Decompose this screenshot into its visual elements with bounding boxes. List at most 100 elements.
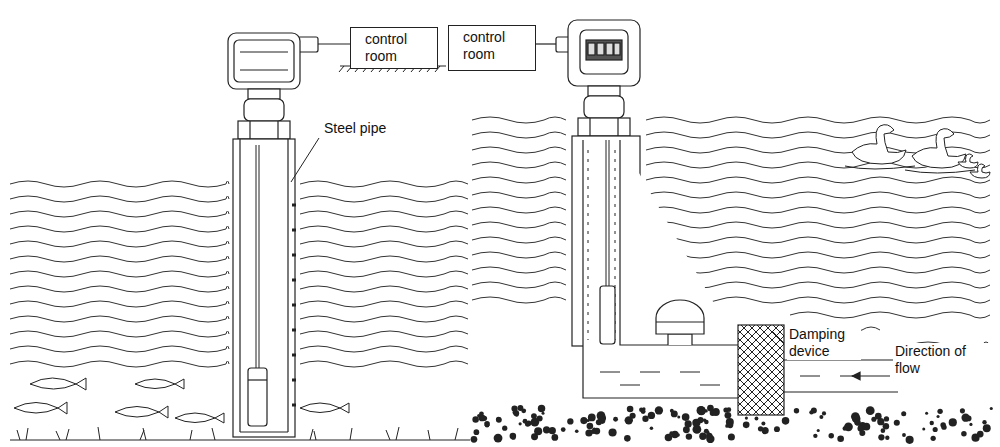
node-label: control room [463,29,529,63]
part-label: Steel pipe [322,120,416,137]
gravel-dot [922,427,925,430]
wave-line [300,211,468,217]
wave-line [472,132,566,138]
gravel-dot [551,434,558,441]
gravel-dot [961,431,966,436]
gravel-dot [677,416,680,419]
gravel-dot [648,412,655,419]
gravel-dot [613,417,618,422]
weeds [10,427,470,440]
gravel-dot [866,406,875,415]
gravel-dot [697,407,705,415]
gravel-dot [682,413,690,421]
gravel-dot [598,414,607,423]
wave-line [646,117,990,123]
gravel-dot [534,427,542,435]
gravel-dot [982,420,986,424]
gravel-dot [537,415,543,421]
gravel-dot [502,426,507,431]
gravel-dot [829,433,834,438]
gravel-dot [728,433,735,440]
wave-line [10,361,229,367]
wave-line [646,192,990,198]
wave-line [472,237,566,243]
gravel-dot [883,423,890,430]
gravel-dot [686,433,692,439]
gravel-dot [561,427,566,432]
gravel-dot [543,426,550,433]
gravel-dot [609,428,617,436]
wave-line [472,267,566,273]
wave-line [300,271,468,277]
wave-line [10,226,229,232]
gravel-dot [837,435,844,442]
gravel-dot [794,408,799,413]
gravel-dot [641,409,646,414]
wave-line [300,331,468,337]
gravel-dot [894,420,900,426]
gravel-dot [704,429,709,434]
wave-line [646,252,990,258]
wave-line [646,177,990,183]
gravel-bed [471,405,993,444]
gravel-dot [901,411,906,416]
gravel-dot [703,418,707,422]
wave-line [300,226,468,232]
gravel-dot [941,424,946,429]
gravel-dot [649,414,653,418]
wave-line [472,282,566,288]
wave-line [472,207,566,213]
gravel-dot [699,433,706,440]
gravel-dot [586,419,589,422]
gravel-dot [878,434,884,440]
gravel-dot [587,423,594,430]
wave-line [300,346,468,352]
gravel-dot [844,422,853,431]
gravel-dot [813,434,817,438]
gravel-dot [855,421,860,426]
gravel-dot [511,435,515,439]
gravel-dot [670,409,674,413]
wave-line [10,241,229,247]
stilling-pipe [572,136,898,415]
fish [14,378,349,423]
wave-line [10,211,229,217]
gravel-dot [960,408,965,413]
wave-line [300,196,468,202]
wave-line [10,331,229,337]
gravel-dot [650,426,654,430]
gravel-dot [925,412,928,415]
gravel-dot [745,417,748,420]
gravel-dot [933,427,938,432]
gravel-dot [822,411,826,415]
gravel-dot [755,417,759,421]
gravel-dot [706,435,714,443]
wave-line [300,241,468,247]
gravel-dot [819,415,823,419]
wave-line [10,196,229,202]
steel-pipe [233,139,296,437]
flow-arrow [852,375,890,376]
control-room-box: control room [448,25,536,71]
gravel-dot [990,407,993,410]
wave-line [646,207,990,213]
wave-line [472,162,566,168]
gravel-dot [685,420,692,427]
gravel-dot [676,433,680,437]
gravel-dot [902,433,906,437]
gravel-dot [479,411,484,416]
gravel-dot [521,408,526,413]
wave-line [300,301,468,307]
wave-line [10,286,229,292]
gravel-dot [973,434,977,438]
gravel-dot [885,436,889,440]
ducks [845,125,990,178]
gravel-dot [774,426,780,432]
leader-line [291,138,319,182]
gravel-dot [863,423,871,431]
gravel-dot [542,412,545,415]
gravel-dot [624,435,631,442]
gravel-dot [471,436,478,443]
wave-line [300,181,468,187]
